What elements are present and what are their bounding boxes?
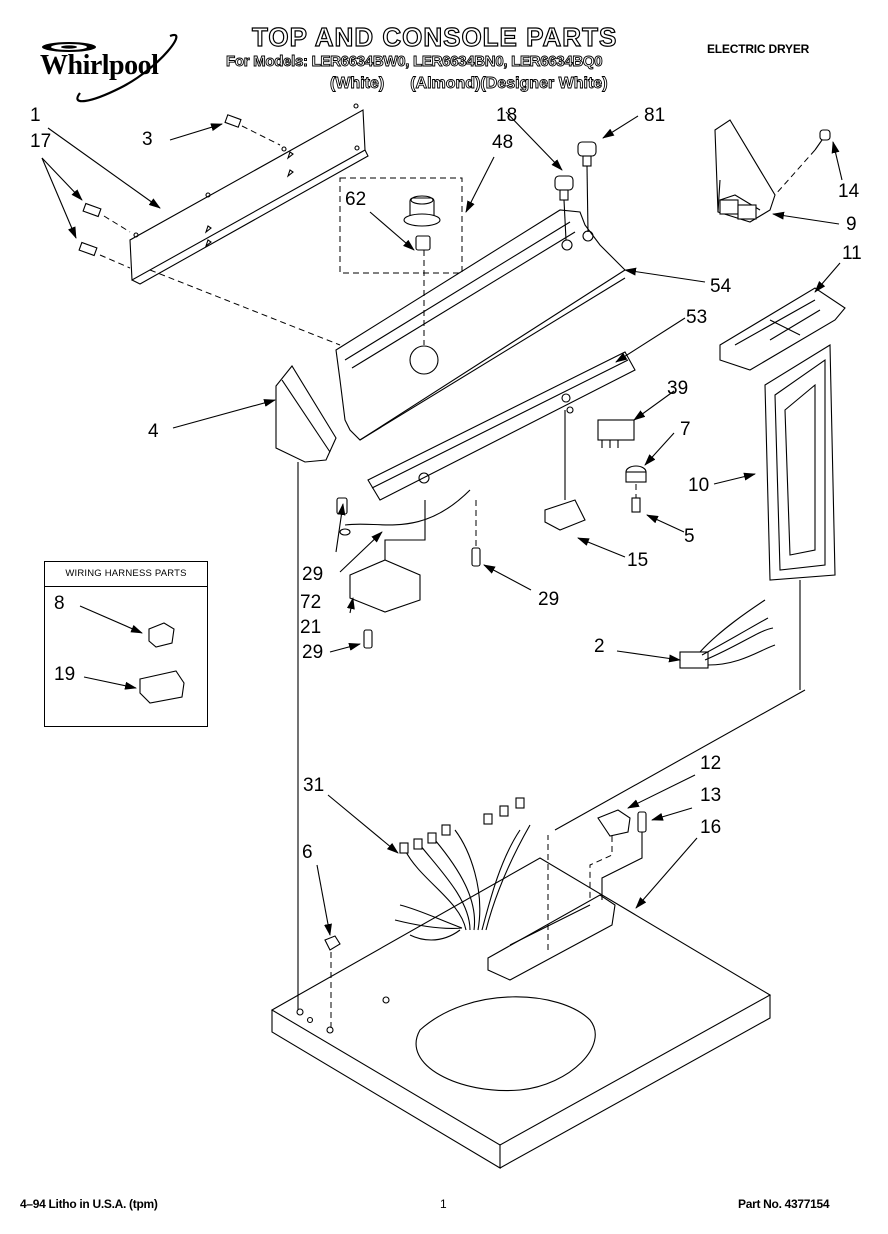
part-48-group-box (339, 177, 463, 274)
callout-29c: 29 (302, 642, 324, 663)
color-variant: (White) (330, 75, 385, 93)
callout-29b: 29 (538, 589, 560, 610)
color-variant: (Designer White) (480, 75, 608, 93)
callout-19: 19 (54, 664, 76, 685)
part-2-harness (679, 599, 776, 669)
callout-29a: 29 (302, 564, 324, 585)
callout-5: 5 (684, 526, 695, 547)
part-15-foot (544, 410, 586, 531)
part-39-switch (597, 419, 635, 448)
callout-62: 62 (345, 189, 367, 210)
part-4-end-cap (275, 365, 337, 1010)
callout-72: 72 (300, 592, 322, 613)
callout-11: 11 (842, 243, 862, 264)
logo-swoosh (76, 33, 178, 103)
part-54-console (335, 209, 626, 441)
part-19-connector (139, 670, 185, 704)
callout-54: 54 (710, 276, 732, 297)
callout-3: 3 (142, 129, 153, 150)
callout-8: 8 (54, 593, 65, 614)
footer-page-number: 1 (440, 1197, 447, 1211)
part-10-lint-housing (764, 344, 836, 690)
callout-15: 15 (627, 550, 649, 571)
part-81-knob (577, 141, 597, 233)
callout-1: 1 (30, 105, 41, 126)
callout-18: 18 (496, 105, 518, 126)
callout-9: 9 (846, 214, 857, 235)
part-29-screw-b (471, 500, 481, 567)
part-53-rail (367, 351, 636, 501)
callout-81: 81 (644, 105, 666, 126)
color-variant: (Almond) (410, 75, 481, 93)
callout-53: 53 (686, 307, 708, 328)
part-72-wire (344, 489, 471, 526)
part-7-spacer (625, 465, 647, 500)
models-line: For Models: LER6634BW0, LER6634BN0, LER6… (226, 53, 604, 71)
callout-39: 39 (667, 378, 689, 399)
callout-4: 4 (148, 421, 159, 442)
part-29-screw-c (363, 629, 373, 649)
callout-7: 7 (680, 419, 691, 440)
part-9-bracket (714, 119, 776, 223)
screw-3 (224, 114, 281, 146)
inset-title: WIRING HARNESS PARTS (45, 562, 207, 587)
leader-dashed (149, 269, 341, 346)
part-5-screw (631, 497, 641, 513)
part-18-knob (554, 175, 574, 241)
callout-12: 12 (700, 753, 722, 774)
part-11-lint-cover (719, 287, 846, 371)
part-8-connector (148, 622, 175, 648)
wiring-harness-inset: WIRING HARNESS PARTS (44, 561, 208, 727)
callout-21: 21 (300, 617, 322, 638)
part-6-clip (324, 935, 341, 1030)
callout-13: 13 (700, 785, 722, 806)
callout-6: 6 (302, 842, 313, 863)
callout-14: 14 (838, 181, 860, 202)
callout-31: 31 (303, 775, 325, 796)
callout-48: 48 (492, 132, 514, 153)
screw-17b (78, 241, 131, 269)
part-31-harness (394, 797, 531, 941)
callout-16: 16 (700, 817, 722, 838)
part-21-timer (349, 500, 426, 613)
whirlpool-logo-mark (42, 42, 96, 52)
inset-parts (139, 622, 185, 704)
part-13-screw (601, 811, 647, 900)
footer-part-number: Part No. 4377154 (738, 1197, 830, 1211)
color-variants: (White) (Almond)(Designer White) (330, 75, 608, 93)
part-16-top-panel (270, 857, 772, 1169)
screw-17a (82, 202, 131, 233)
appliance-type: ELECTRIC DRYER (707, 42, 810, 56)
part-62-knob (403, 195, 441, 345)
part-14-screw (774, 129, 831, 196)
page-title: TOP AND CONSOLE PARTS (251, 21, 618, 52)
dashed-leader (554, 689, 806, 831)
footer-litho: 4–94 Litho in U.S.A. (tpm) (20, 1197, 158, 1211)
callout-2: 2 (594, 636, 605, 657)
part-1-bracket (129, 103, 369, 285)
callout-17: 17 (30, 131, 52, 152)
callout-10: 10 (688, 475, 710, 496)
part-12-clip (589, 809, 631, 900)
